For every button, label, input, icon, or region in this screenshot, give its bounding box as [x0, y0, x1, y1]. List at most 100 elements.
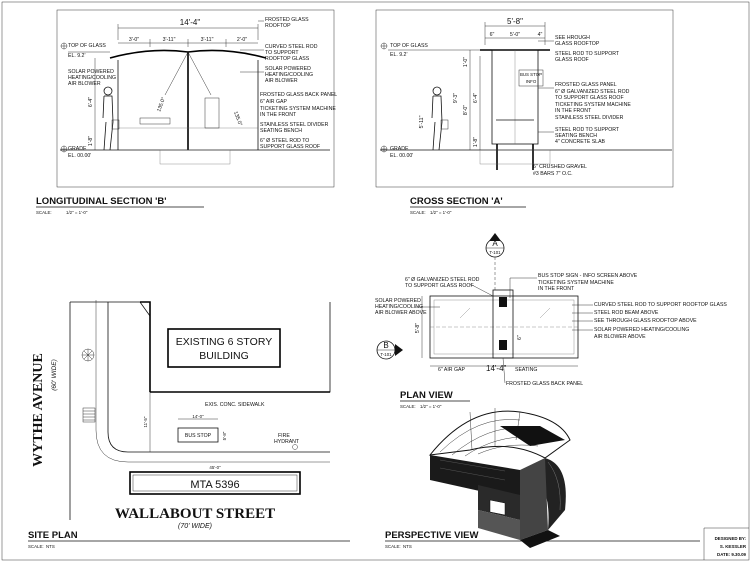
long-dim-v1: 6'-4" [88, 97, 94, 107]
cross-title: CROSS SECTION 'A' [410, 196, 503, 207]
svg-text:TO SUPPORT GLASS ROOF: TO SUPPORT GLASS ROOF [555, 95, 624, 101]
long-scale-label: SCALE: [36, 210, 52, 215]
long-top-label: TOP OF GLASS [68, 43, 106, 49]
building-line-2: BUILDING [199, 350, 249, 362]
cross-grade-label: GRADE [390, 146, 409, 152]
cross-dim-inner: 5'-0" [510, 32, 520, 38]
plan-title: PLAN VIEW [400, 390, 453, 401]
longitudinal-frame [56, 9, 335, 188]
site-bus-dim: 45'-0" [209, 465, 221, 470]
cross-top-label: TOP OF GLASS [390, 43, 428, 49]
designed-by-label: DESIGNED BY: [715, 536, 747, 541]
long-top-el: EL. 9.2' [68, 53, 85, 59]
long-angle-2: 135.0° [232, 111, 243, 127]
svg-text:TO SUPPORT GLASS ROOF: TO SUPPORT GLASS ROOF [405, 283, 474, 289]
cross-sign [518, 69, 544, 87]
site-fire-line-2: HYDRANT [274, 439, 300, 445]
svg-text:SEE THROUGH GLASS ROOFTOP ABOV: SEE THROUGH GLASS ROOFTOP ABOVE [594, 318, 697, 324]
cross-dim-v-mid: 6'-4" [473, 93, 479, 103]
svg-text:CURVED STEEL ROD: CURVED STEEL ROD [265, 44, 318, 50]
long-notes-right: FROSTED GLASS ROOFTOP CURVED STEEL ROD T… [260, 17, 337, 150]
site-sidewalk-dim: 11'-5" [143, 416, 148, 427]
site-bus-stop-label: BUS STOP [185, 433, 212, 439]
plan-dim-v: 5'-8" [415, 323, 421, 333]
site-bus-dim-v: 5'-8" [222, 431, 227, 440]
plan-dim-seating: SEATING [515, 367, 537, 373]
plan-notes-right: CURVED STEEL ROD TO SUPPORT ROOFTOP GLAS… [594, 302, 727, 340]
plan-view: A T-101 B T-101 6" AIR GAP 14'-4" SEATIN… [375, 233, 727, 387]
perspective-scale-label: SCALE: [385, 544, 401, 549]
svg-text:HEATING/COOLING: HEATING/COOLING [265, 72, 313, 78]
svg-text:TICKETING SYSTEM MACHINE: TICKETING SYSTEM MACHINE [260, 106, 336, 112]
svg-text:4" CONCRETE SLAB: 4" CONCRETE SLAB [555, 139, 606, 145]
avenue-width: (60' WIDE) [51, 359, 58, 391]
svg-text:GLASS ROOF: GLASS ROOF [555, 57, 589, 63]
long-foundation [159, 149, 231, 165]
design-date: DATE: 9.30.09 [717, 552, 747, 557]
cross-dim-overall: 5'-8" [507, 17, 523, 26]
long-dim-1: 3'-0" [129, 37, 139, 43]
street-width: (70' WIDE) [178, 523, 212, 530]
svg-text:STEEL ROD BEAM ABOVE: STEEL ROD BEAM ABOVE [594, 310, 659, 316]
cross-note-gravel: 6" CRUSHED GRAVEL [533, 164, 587, 170]
long-human-figure [102, 86, 120, 151]
site-sidewalk-label: EXIS. CONC. SIDEWALK [205, 402, 265, 408]
cross-dim-v-tot: 9'-3" [453, 93, 459, 103]
svg-text:GLASS ROOFTOP: GLASS ROOFTOP [555, 41, 600, 47]
svg-text:STEEL ROD TO SUPPORT: STEEL ROD TO SUPPORT [555, 51, 620, 57]
marker-a-letter: A [492, 239, 498, 248]
cross-dim-side-r: 4" [538, 32, 543, 38]
perspective-view [428, 408, 571, 548]
site-bus [129, 471, 301, 495]
cross-note-bars: #3 BARS 7" O.C. [533, 171, 573, 177]
long-grade-label: GRADE [68, 146, 87, 152]
svg-text:SEATING BENCH: SEATING BENCH [555, 133, 597, 139]
long-ticket-machine [204, 97, 220, 129]
cross-dim-v-top: 1'-0" [463, 57, 469, 67]
svg-text:IN THE FRONT: IN THE FRONT [555, 108, 592, 114]
street-label: WALLABOUT STREET [115, 506, 275, 522]
svg-text:SOLAR POWERED: SOLAR POWERED [375, 298, 421, 304]
plan-notes-left: 6" Ø GALVANIZED STEEL ROD TO SUPPORT GLA… [375, 277, 480, 316]
site-fire-line-1: FIRE [278, 433, 290, 439]
cross-frame [375, 9, 674, 188]
long-dim-overall: 14'-4" [180, 18, 201, 27]
svg-text:6" AIR GAP: 6" AIR GAP [260, 99, 287, 105]
svg-text:STEEL ROD TO SUPPORT: STEEL ROD TO SUPPORT [555, 127, 620, 133]
long-dim-4: 2'-0" [237, 37, 247, 43]
svg-text:IN THE FRONT: IN THE FRONT [260, 112, 297, 118]
long-dim-2: 3'-11" [163, 37, 176, 43]
svg-text:CURVED STEEL ROD TO SUPPORT RO: CURVED STEEL ROD TO SUPPORT ROOFTOP GLAS… [594, 302, 727, 308]
svg-text:HEATING/COOLING: HEATING/COOLING [375, 304, 423, 310]
svg-text:SOLAR POWERED: SOLAR POWERED [265, 66, 311, 72]
perspective-title: PERSPECTIVE VIEW [385, 530, 478, 541]
svg-text:STAINLESS STEEL DIVIDER: STAINLESS STEEL DIVIDER [555, 115, 624, 121]
cross-sign-line-1: BUS STOP [520, 72, 542, 77]
svg-text:SUPPORT GLASS ROOF: SUPPORT GLASS ROOF [260, 144, 320, 150]
svg-text:AIR BLOWER ABOVE: AIR BLOWER ABOVE [594, 334, 646, 340]
site-bus-stop [177, 427, 219, 443]
svg-text:STAINLESS STEEL DIVIDER: STAINLESS STEEL DIVIDER [260, 122, 329, 128]
long-title: LONGITUDINAL SECTION 'B' [36, 196, 166, 207]
svg-text:SEATING BENCH: SEATING BENCH [260, 128, 302, 134]
fire-hydrant-icon [292, 444, 298, 450]
svg-text:HEATING/COOLING: HEATING/COOLING [68, 75, 116, 81]
cross-human-figure [431, 86, 449, 151]
site-bus-dim-h: 14'-0" [192, 414, 204, 419]
long-notes-left: SOLAR POWERED HEATING/COOLING AIR BLOWER [68, 69, 116, 87]
svg-text:TO SUPPORT: TO SUPPORT [265, 50, 299, 56]
cross-dim-v-bot: 1'-8" [473, 137, 479, 147]
site-title: SITE PLAN [28, 530, 78, 541]
svg-text:TICKETING SYSTEM MACHINE: TICKETING SYSTEM MACHINE [555, 102, 631, 108]
long-dim-3: 3'-11" [201, 37, 214, 43]
cross-top-el: EL. 9.2' [390, 52, 407, 58]
longitudinal-section: 14'-4" 3'-0" 3'-11" 3'-11" 2'-0" 135.0° … [56, 9, 337, 188]
cross-notes-right: SEE HROUGH GLASS ROOFTOP STEEL ROD TO SU… [555, 35, 631, 145]
site-curb [107, 302, 330, 453]
site-plan: EXISTING 6 STORY BUILDING EXIS. CONC. SI… [31, 300, 331, 530]
cross-dim-v-man: 5'-11" [419, 115, 425, 128]
plan-note-bottom: FROSTED GLASS BACK PANEL [506, 381, 583, 387]
